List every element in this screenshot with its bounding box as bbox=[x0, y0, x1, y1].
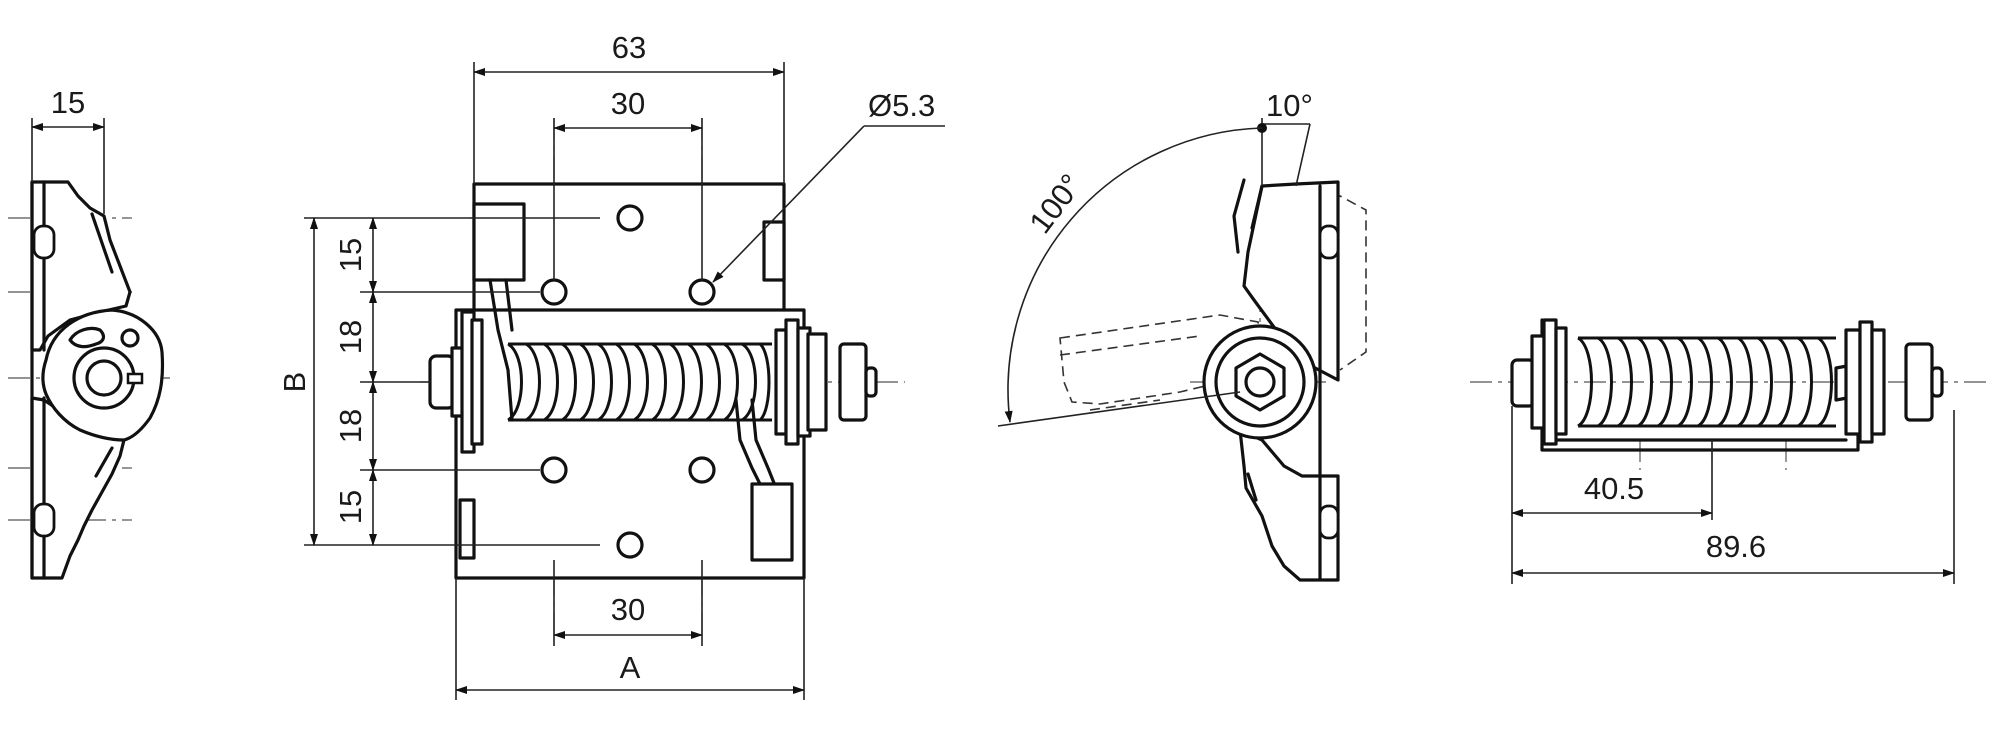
overall-width-dimension: 63 bbox=[612, 30, 646, 65]
hole-diameter-dimension: Ø5.3 bbox=[868, 88, 935, 123]
mounting-hole bbox=[616, 204, 644, 232]
top-view bbox=[1470, 318, 1990, 470]
hole-spacing-top-dimension: 30 bbox=[611, 86, 645, 121]
torsion-spring bbox=[507, 342, 772, 422]
angle-view bbox=[1059, 178, 1367, 582]
vertical-dimension-18-upper: 18 bbox=[333, 320, 368, 354]
open-position-plate bbox=[1059, 314, 1267, 405]
vertical-dimension-18-lower: 18 bbox=[333, 409, 368, 443]
angle-10-degrees: 10° bbox=[1266, 88, 1313, 123]
height-label-b: B bbox=[277, 372, 312, 393]
top-torsion-spring bbox=[1577, 336, 1836, 428]
angle-100-degrees: 100° bbox=[1022, 168, 1089, 240]
top-axle-nut-right bbox=[1904, 342, 1934, 422]
side-view bbox=[8, 180, 170, 580]
length-40-5-dimension: 40.5 bbox=[1584, 471, 1644, 506]
width-label-a: A bbox=[620, 650, 641, 685]
hole-spacing-bottom-dimension: 30 bbox=[611, 592, 645, 627]
mounting-hole bbox=[540, 456, 568, 484]
vertical-dimension-15-top: 15 bbox=[333, 238, 368, 272]
mounting-hole bbox=[688, 456, 716, 484]
angle-plate-lower bbox=[1238, 428, 1340, 582]
mounting-hole bbox=[616, 531, 644, 559]
vertical-dimension-15-bottom: 15 bbox=[333, 490, 368, 524]
length-89-6-dimension: 89.6 bbox=[1706, 529, 1766, 564]
side-width-dimension: 15 bbox=[51, 85, 85, 120]
front-view bbox=[420, 118, 905, 640]
axle-nut-right bbox=[838, 342, 868, 422]
